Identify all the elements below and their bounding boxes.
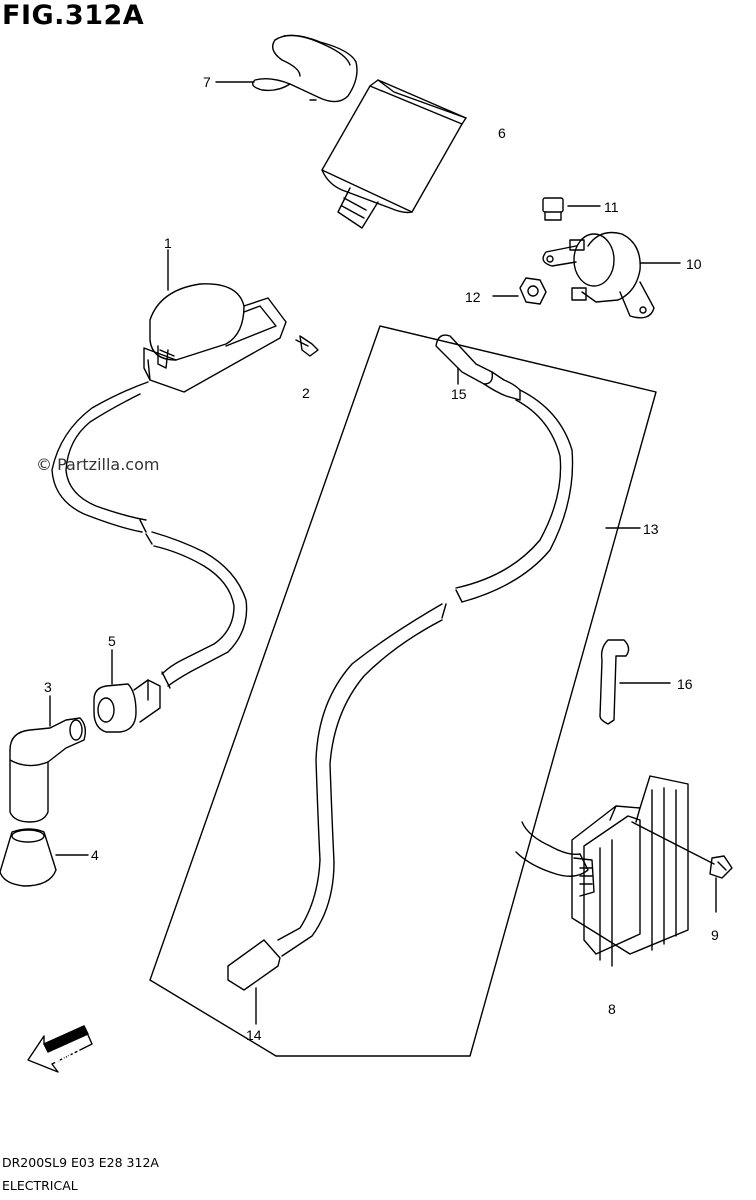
part-12-nut[interactable] — [492, 277, 547, 305]
callout-15: 15 — [451, 386, 467, 402]
callout-6: 6 — [498, 125, 506, 141]
callout-1: 1 — [164, 235, 172, 251]
part-11-bolt[interactable] — [542, 197, 601, 221]
callout-12: 12 — [465, 289, 481, 305]
part-6-cdi-unit[interactable] — [321, 79, 467, 229]
part-3-plug-cap[interactable] — [9, 695, 87, 823]
callout-9: 9 — [711, 927, 719, 943]
part-16-clamp[interactable] — [599, 639, 671, 725]
battery-cable[interactable] — [277, 389, 574, 957]
part-9-bolt[interactable] — [631, 821, 733, 913]
part-15-cable-end[interactable] — [435, 334, 521, 401]
callout-7: 7 — [203, 74, 211, 90]
part-10-starter-relay[interactable] — [542, 231, 681, 319]
callout-14: 14 — [246, 1027, 262, 1043]
fwd-arrow-icon: FWD — [27, 1025, 93, 1073]
callout-11: 11 — [604, 199, 619, 215]
part-14-terminal[interactable] — [227, 939, 281, 1025]
part-5-plug-connector[interactable] — [93, 649, 161, 733]
leader-lines — [215, 81, 317, 101]
figure-title: FIG.312A — [2, 0, 145, 31]
part-13-kit-outline — [149, 325, 657, 1057]
part-2-screw[interactable] — [295, 335, 319, 357]
part-1-ignition-coil[interactable] — [143, 249, 287, 393]
footer-model-code: DR200SL9 E03 E28 312A — [2, 1155, 159, 1170]
callout-16: 16 — [677, 676, 693, 692]
callout-3: 3 — [44, 679, 52, 695]
high-tension-lead[interactable] — [51, 381, 248, 689]
callout-4: 4 — [91, 847, 99, 863]
part-4-cap-cover[interactable] — [0, 828, 89, 887]
watermark: © Partzilla.com — [36, 455, 160, 474]
footer-section-name: ELECTRICAL — [2, 1178, 78, 1193]
callout-8: 8 — [608, 1001, 616, 1017]
callout-2: 2 — [302, 385, 310, 401]
callout-5: 5 — [108, 633, 116, 649]
part-8-regulator[interactable] — [515, 775, 689, 967]
callout-13: 13 — [643, 521, 659, 537]
callout-10: 10 — [686, 256, 702, 272]
part-7-clamp-band[interactable] — [252, 34, 358, 103]
